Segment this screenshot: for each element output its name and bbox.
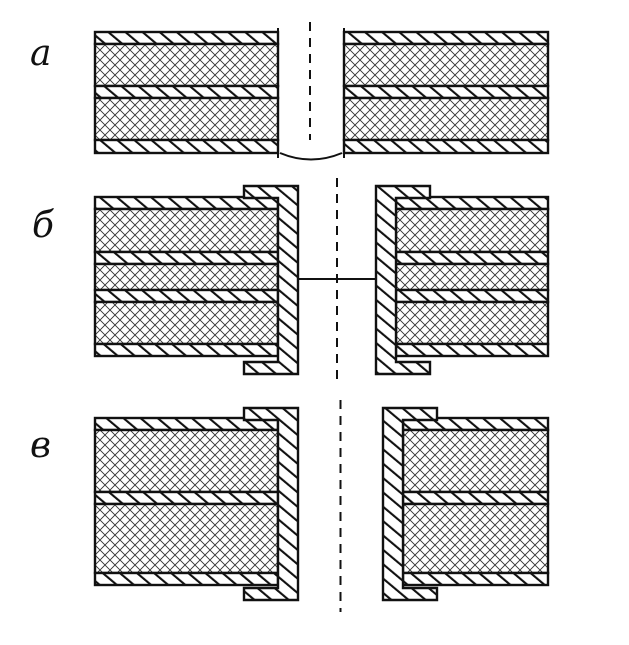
hole-bottom-edge-a [279, 152, 343, 161]
copper-layer-v-1-4 [401, 571, 550, 587]
copper-layer-b-1-2 [394, 250, 550, 266]
plated-barrel-b-right [374, 184, 432, 376]
copper-layer-a-0-4 [93, 138, 280, 155]
plated-barrel-v-right [381, 406, 439, 602]
copper-layer-b-1-4 [394, 288, 550, 304]
copper-layer-b-1-6 [394, 342, 550, 358]
dielectric-layer-b-0-5 [93, 300, 280, 346]
copper-layer-b-0-2 [93, 250, 280, 266]
plated-barrel-b-left [242, 184, 300, 376]
dielectric-layer-b-1-3 [394, 262, 550, 292]
panel-label-a: а [30, 33, 52, 74]
dielectric-layer-a-1-3 [342, 96, 550, 142]
dielectric-layer-v-1-3 [401, 502, 550, 575]
copper-layer-v-0-2 [93, 490, 280, 506]
dielectric-layer-a-0-1 [93, 42, 280, 88]
copper-layer-a-1-4 [342, 138, 550, 155]
copper-layer-a-1-0 [342, 30, 550, 46]
copper-layer-a-0-2 [93, 84, 280, 100]
plated-barrel-v-left [242, 406, 300, 602]
dielectric-layer-b-1-5 [394, 300, 550, 346]
copper-layer-b-0-6 [93, 342, 280, 358]
panel-label-b: б [32, 205, 54, 246]
dielectric-layer-v-1-1 [401, 428, 550, 494]
dielectric-layer-a-0-3 [93, 96, 280, 142]
dielectric-layer-b-0-3 [93, 262, 280, 292]
dielectric-layer-a-1-1 [342, 42, 550, 88]
copper-layer-v-0-4 [93, 571, 280, 587]
dielectric-layer-v-0-1 [93, 428, 280, 494]
copper-layer-b-0-4 [93, 288, 280, 304]
copper-layer-a-1-2 [342, 84, 550, 100]
copper-layer-a-0-0 [93, 30, 280, 46]
dielectric-layer-b-0-1 [93, 207, 280, 254]
panel-label-v: в [30, 425, 51, 466]
dielectric-layer-b-1-1 [394, 207, 550, 254]
copper-layer-v-1-2 [401, 490, 550, 506]
dielectric-layer-v-0-3 [93, 502, 280, 575]
